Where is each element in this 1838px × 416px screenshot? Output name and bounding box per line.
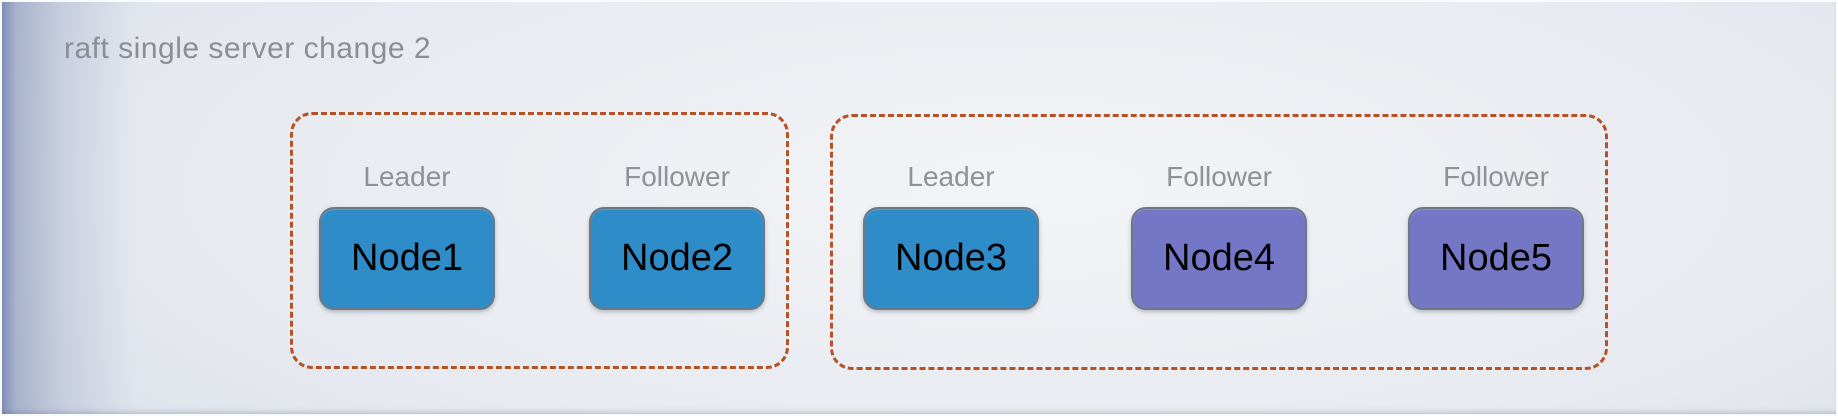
node2-role-label: Follower bbox=[624, 161, 730, 192]
diagram-title: raft single server change 2 bbox=[64, 32, 432, 65]
node3-role-label: Leader bbox=[907, 161, 995, 192]
new-config-cluster-border bbox=[830, 114, 1608, 370]
node5-role-label: Follower bbox=[1443, 161, 1549, 192]
node5-box: Node5 bbox=[1408, 207, 1584, 310]
node4-box: Node4 bbox=[1131, 207, 1307, 310]
node2-cell: Follower Node2 bbox=[589, 160, 765, 310]
node1-label: Node1 bbox=[351, 237, 463, 279]
node5-cell: Follower Node5 bbox=[1408, 160, 1584, 310]
node5-label: Node5 bbox=[1440, 237, 1552, 279]
node1-box: Node1 bbox=[319, 207, 495, 310]
node4-role-label: Follower bbox=[1166, 161, 1272, 192]
node1-cell: Leader Node1 bbox=[319, 160, 495, 310]
node4-label: Node4 bbox=[1163, 237, 1275, 279]
node2-label: Node2 bbox=[621, 237, 733, 279]
node3-cell: Leader Node3 bbox=[863, 160, 1039, 310]
node2-box: Node2 bbox=[589, 207, 765, 310]
node4-cell: Follower Node4 bbox=[1131, 160, 1307, 310]
node1-role-label: Leader bbox=[363, 161, 451, 192]
node3-box: Node3 bbox=[863, 207, 1039, 310]
old-config-cluster-border bbox=[290, 112, 789, 369]
node3-label: Node3 bbox=[895, 237, 1007, 279]
